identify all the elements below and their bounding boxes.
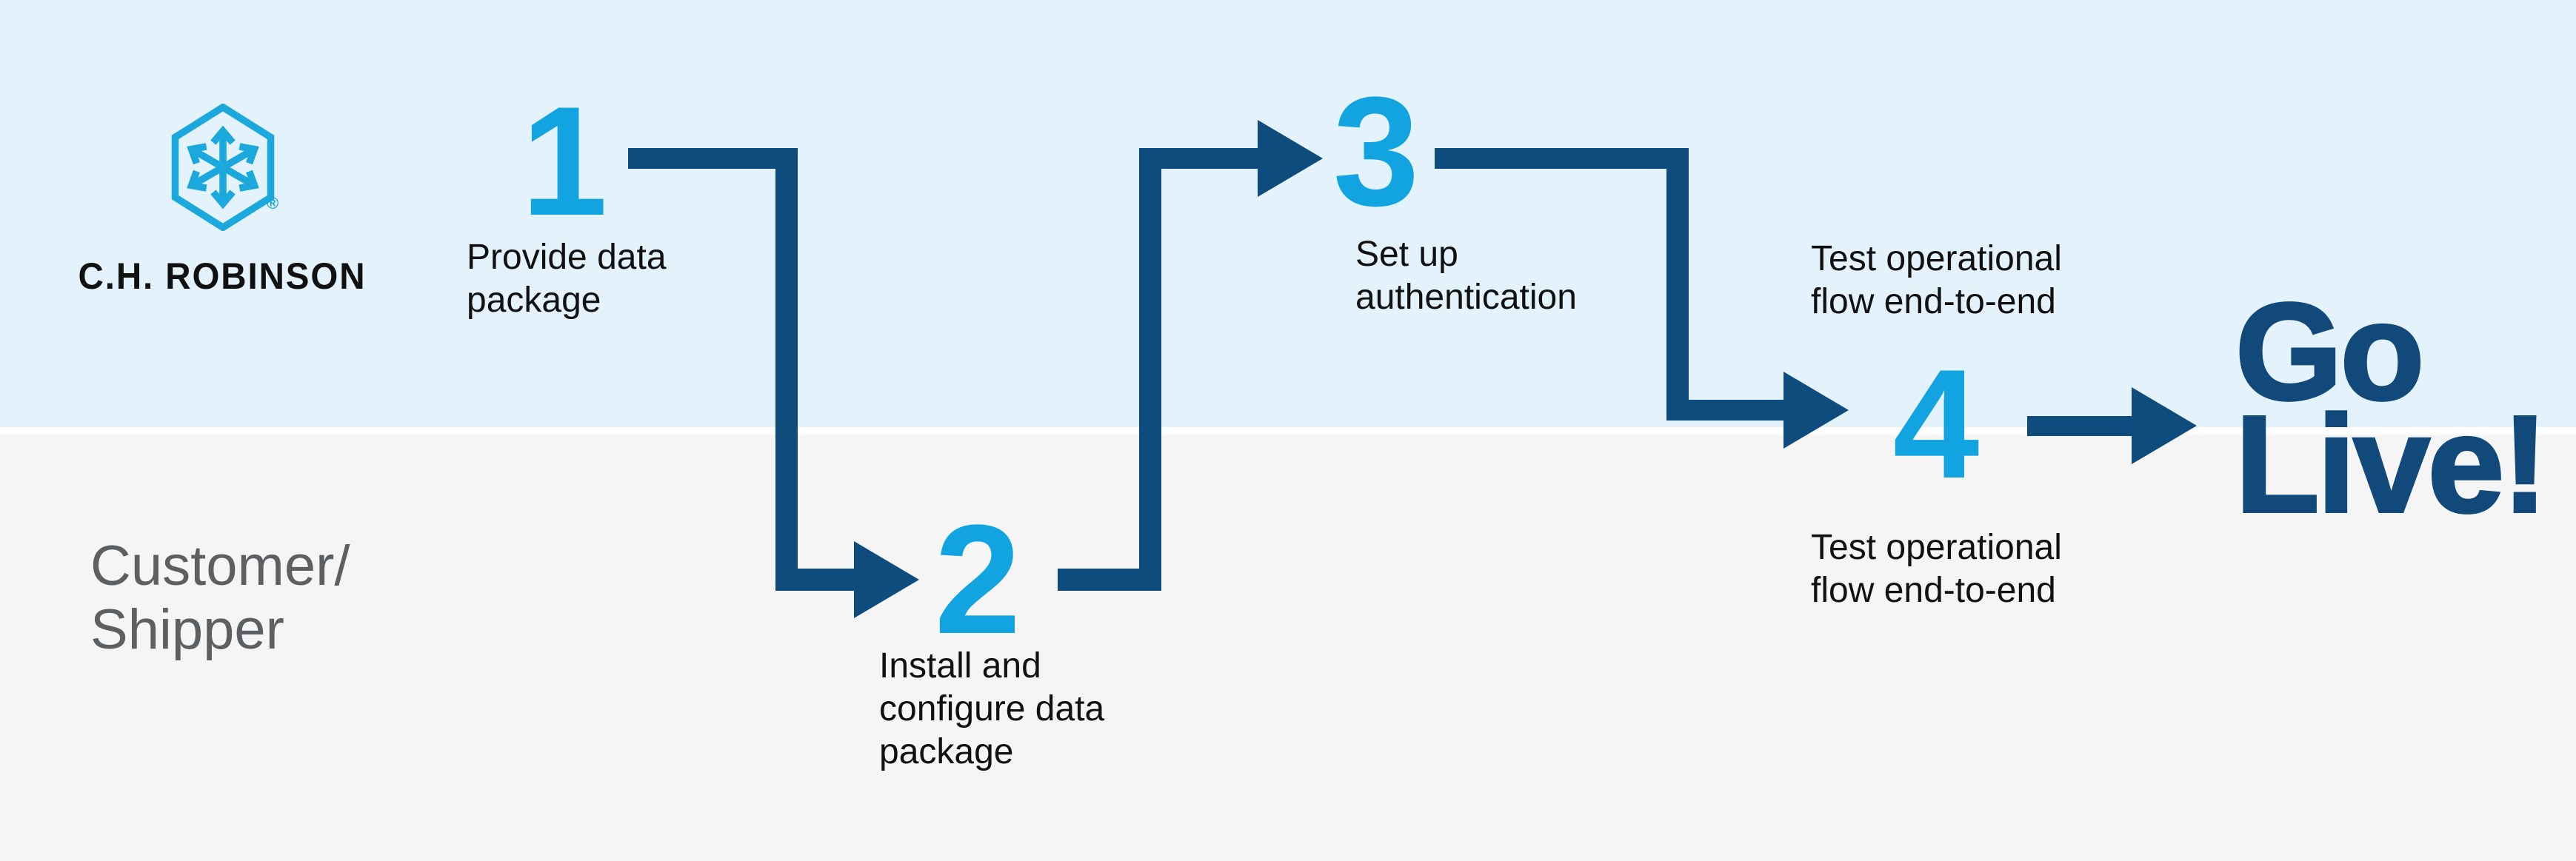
arrow-3-head-icon [1783, 372, 1849, 449]
arrow-3-segment-bottom [1666, 400, 1783, 421]
step-3-label: Set up authentication [1355, 235, 1577, 317]
arrow-3-segment-top [1435, 148, 1686, 169]
arrow-2-segment-vertical [1139, 148, 1161, 591]
brand-wordmark: C.H. ROBINSON [78, 255, 367, 297]
arrow-4-segment [2027, 416, 2132, 436]
arrow-2-head-icon [1258, 120, 1323, 197]
arrow-2-segment-top [1139, 148, 1258, 169]
step-4-number: 4 [1892, 337, 1980, 511]
arrow-4-head-icon [2132, 387, 2197, 464]
registered-trademark-symbol: ® [267, 194, 279, 212]
customer-lane-band [0, 435, 2576, 861]
step-3-number: 3 [1332, 64, 1420, 238]
arrow-1-segment-vertical [775, 148, 798, 591]
step-1-number: 1 [521, 74, 608, 248]
arrow-1-head-icon [854, 541, 919, 618]
arrow-1-segment-top [628, 148, 798, 169]
go-live-label: Go Live! [2234, 275, 2549, 541]
arrow-3-segment-vertical [1666, 148, 1689, 421]
step-1-label: Provide data package [467, 238, 667, 320]
customer-lane-label: Customer/ Shipper [90, 535, 350, 661]
arrow-1-segment-bottom [775, 569, 854, 591]
step-4-label-customer: Test operational flow end-to-end [1811, 528, 2062, 610]
chrobinson-lane-band [0, 0, 2576, 427]
step-2-label: Install and configure data package [879, 646, 1105, 771]
chr-logo-icon [171, 104, 275, 231]
chr-logo [169, 104, 277, 231]
step-4-label-chrobinson: Test operational flow end-to-end [1811, 239, 2062, 321]
step-2-number: 2 [934, 492, 1021, 666]
lane-divider [0, 427, 2576, 435]
